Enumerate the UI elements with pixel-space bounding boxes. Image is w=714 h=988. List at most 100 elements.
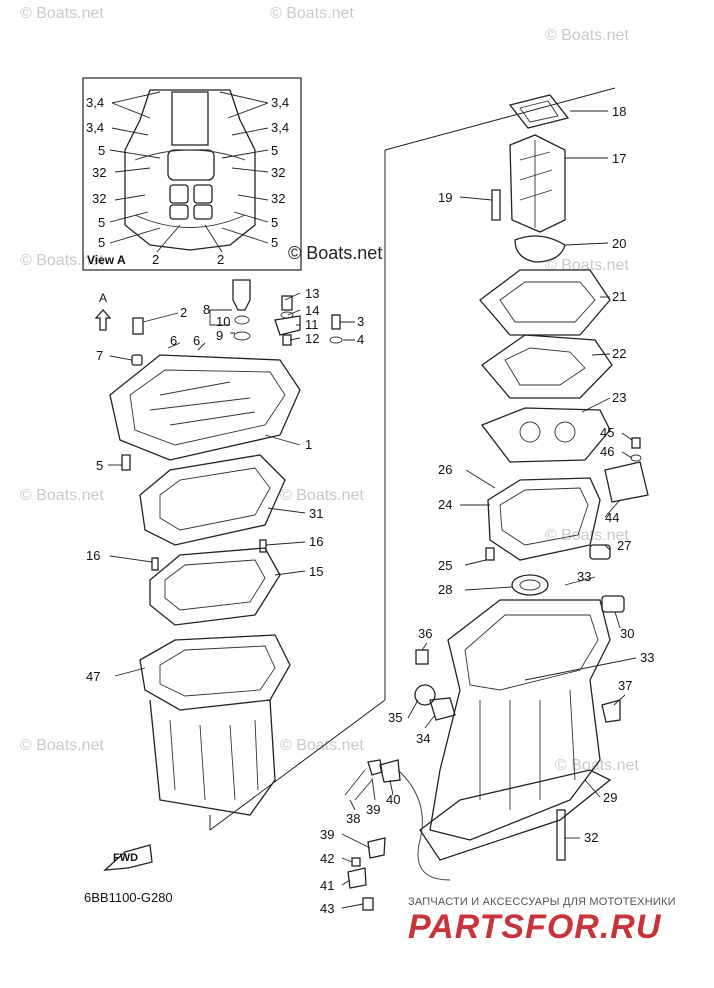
callout-label: 4: [357, 332, 364, 347]
gasket-31: [139, 454, 286, 546]
callout-label: 12: [305, 331, 319, 346]
callout-label: 13: [305, 286, 319, 301]
view-a-inset: [82, 77, 302, 271]
small-parts-lower: [344, 649, 621, 911]
watermark: © Boats.net: [545, 257, 629, 274]
callout-label: 9: [216, 328, 223, 343]
callout-label: 36: [418, 626, 432, 641]
callout-label: 5: [98, 143, 105, 158]
callout-label: 2: [152, 252, 159, 267]
callout-label: 15: [309, 564, 323, 579]
callout-label: 5: [271, 143, 278, 158]
assembly-outline: [209, 87, 616, 831]
callout-label: 41: [320, 878, 334, 893]
callout-label: 3: [357, 314, 364, 329]
view-a-frame: [82, 77, 302, 271]
callout-label: 47: [86, 669, 100, 684]
callout-label: 27: [617, 538, 631, 553]
callout-label: 33: [577, 569, 591, 584]
callout-label: 3,4: [271, 120, 289, 135]
footer-logo[interactable]: PARTSFOR.RU: [408, 908, 662, 946]
callout-label: 32: [584, 830, 598, 845]
callout-label: 40: [386, 792, 400, 807]
callout-label: 18: [612, 104, 626, 119]
callout-label: 14: [305, 303, 319, 318]
callout-label: 35: [388, 710, 402, 725]
watermark-group: © Boats.net © Boats.net © Boats.net © Bo…: [20, 5, 639, 774]
callout-label: 38: [346, 811, 360, 826]
watermark: © Boats.net: [270, 5, 354, 22]
watermark: © Boats.net: [545, 27, 629, 44]
callout-label: 3,4: [271, 95, 289, 110]
part-29: [419, 599, 612, 861]
callout-label: 45: [600, 425, 614, 440]
part-47: [139, 634, 291, 816]
watermark: © Boats.net: [280, 737, 364, 754]
callout-label: 11: [305, 317, 319, 332]
callout-label: 3,4: [86, 120, 104, 135]
callout-label: 29: [603, 790, 617, 805]
callout-label: 39: [320, 827, 334, 842]
callout-label: 26: [438, 462, 452, 477]
callout-label: 24: [438, 497, 452, 512]
callout-label: 32: [271, 191, 285, 206]
callout-label: 32: [92, 165, 106, 180]
diagram-code: 6BB1100-G280: [84, 890, 173, 905]
callout-label: 16: [309, 534, 323, 549]
callout-label: 17: [612, 151, 626, 166]
callout-label: 25: [438, 558, 452, 573]
right-middle-parts: [485, 437, 649, 613]
callout-label: 42: [320, 851, 334, 866]
callout-label: 44: [605, 510, 619, 525]
callout-label: 43: [320, 901, 334, 916]
callout-label: 19: [438, 190, 452, 205]
footer-tagline: ЗАПЧАСТИ И АКСЕССУАРЫ ДЛЯ МОТОТЕХНИКИ: [408, 896, 676, 908]
callout-label: 1: [305, 437, 312, 452]
callout-label: 6: [193, 333, 200, 348]
callout-label: 3,4: [86, 95, 104, 110]
watermark: © Boats.net: [20, 737, 104, 754]
callout-label: 28: [438, 582, 452, 597]
callout-label: 23: [612, 390, 626, 405]
callout-label: 16: [86, 548, 100, 563]
callout-label: 8: [203, 302, 210, 317]
leader-lines: [108, 110, 637, 909]
callout-label: 32: [271, 165, 285, 180]
callout-label: 5: [98, 215, 105, 230]
direction-arrows: [94, 309, 153, 871]
watermark: © Boats.net: [280, 487, 364, 504]
watermark: © Boats.net: [20, 5, 104, 22]
view-a-arrow: [94, 309, 112, 331]
watermark: © Boats.net: [20, 487, 104, 504]
watermark: © Boats.net: [555, 757, 639, 774]
fwd-arrow: [103, 844, 153, 871]
callout-label: 34: [416, 731, 430, 746]
part-15: [149, 539, 281, 626]
callout-label: 5: [98, 235, 105, 250]
callout-label: 33: [640, 650, 654, 665]
watermark: © Boats.net: [545, 527, 629, 544]
callout-label: 22: [612, 346, 626, 361]
upper-right-parts: [479, 94, 613, 463]
callout-label: 5: [271, 215, 278, 230]
callout-label: 21: [612, 289, 626, 304]
callout-label: 30: [620, 626, 634, 641]
callout-label: 7: [96, 348, 103, 363]
callout-label: 39: [366, 802, 380, 817]
callout-label: 6: [170, 333, 177, 348]
callout-label: 2: [217, 252, 224, 267]
fwd-label: FWD: [113, 852, 139, 864]
callout-label: 32: [92, 191, 106, 206]
callout-label: 5: [96, 458, 103, 473]
callout-labels: 3,4 3,4 3,4 3,4 5 5 5 5 5 5 32 32 32 32 …: [86, 95, 654, 916]
view-arrow-letter: A: [99, 291, 108, 305]
callout-label: 2: [180, 305, 187, 320]
callout-label: 46: [600, 444, 614, 459]
callout-label: 31: [309, 506, 323, 521]
copyright-notice: © Boats.net: [288, 243, 383, 263]
callout-label: 20: [612, 236, 626, 251]
callout-label: 5: [271, 235, 278, 250]
view-a-label: View A: [87, 253, 126, 267]
callout-label: 37: [618, 678, 632, 693]
